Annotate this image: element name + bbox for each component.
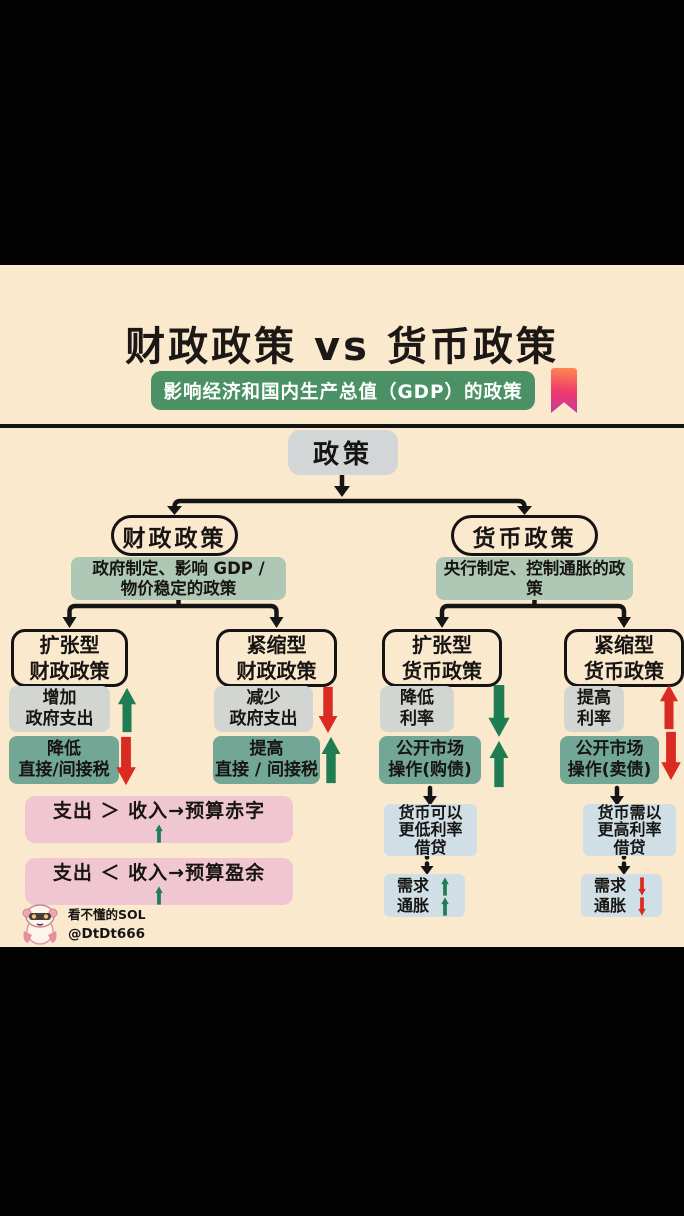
budget-deficit-box: 支出 ＞ 收入→预算赤字 — [25, 796, 293, 843]
increase-spending-line1: 增加 — [42, 688, 77, 708]
expansionary-monetary-node: 扩张型 货币政策 — [382, 629, 502, 687]
inflation-up-row: 通胀 — [397, 896, 452, 916]
cheaper-borrowing-line2: 更低利率 — [398, 820, 463, 840]
costlier-borrowing-box: 货币需以 更高利率 借贷 — [583, 804, 676, 856]
bookmark-icon — [551, 368, 577, 413]
demand-inflation-down-box: 需求 通胀 — [581, 874, 662, 917]
up-arrow-icon — [656, 684, 682, 730]
up-arrow-icon — [438, 876, 452, 896]
budget-deficit-text: 支出 ＞ 收入→预算赤字 — [52, 800, 266, 822]
up-arrow-icon — [115, 687, 139, 733]
raise-rate-line1: 提高 — [577, 688, 611, 708]
demand-down-row: 需求 — [594, 876, 649, 896]
subtitle-banner: 影响经济和国内生产总值（GDP）的政策 — [151, 371, 535, 410]
lower-taxes-line2: 直接/间接税 — [18, 760, 110, 780]
demand-up-row: 需求 — [397, 876, 452, 896]
lower-rate-line2: 利率 — [400, 709, 434, 729]
up-arrow-icon — [319, 736, 343, 784]
brand-handle: @DtDt666 — [68, 926, 145, 942]
open-market-buy-line1: 公开市场 — [396, 739, 464, 759]
down-arrow-icon — [486, 684, 512, 738]
brand-avatar-icon — [22, 904, 58, 945]
bottom-letterbox-bar — [0, 947, 684, 1216]
contractionary-fiscal-line1: 紧缩型 — [246, 633, 307, 657]
raise-taxes-line2: 直接 / 间接税 — [214, 760, 319, 780]
contractionary-monetary-line1: 紧缩型 — [594, 633, 654, 657]
costlier-borrowing-line3: 借贷 — [613, 837, 646, 857]
demand-inflation-up-box: 需求 通胀 — [384, 874, 465, 917]
down-arrow-icon — [114, 736, 138, 786]
monetary-policy-node: 货币政策 — [451, 515, 598, 556]
down-arrow-icon — [635, 876, 649, 896]
brand-text-block: 看不懂的SOL @DtDt666 — [68, 904, 146, 942]
contractionary-monetary-line2: 货币政策 — [584, 659, 664, 683]
expansionary-monetary-line1: 扩张型 — [412, 633, 472, 657]
down-arrow-icon — [658, 731, 684, 781]
brand-footer: 看不懂的SOL @DtDt666 — [20, 901, 146, 945]
fiscal-policy-description: 政府制定、影响 GDP / 物价稳定的政策 — [71, 557, 286, 600]
expansionary-monetary-line2: 货币政策 — [402, 659, 482, 683]
lower-taxes-box: 降低 直接/间接税 — [9, 736, 119, 784]
decrease-spending-line2: 政府支出 — [229, 709, 298, 729]
monetary-policy-description: 央行制定、控制通胀的政策 — [436, 557, 633, 600]
lower-rate-line1: 降低 — [400, 688, 434, 708]
budget-surplus-box: 支出 ＜ 收入→预算盈余 — [25, 858, 293, 905]
raise-taxes-box: 提高 直接 / 间接税 — [213, 736, 320, 784]
top-letterbox-bar — [0, 0, 684, 265]
demand-label: 需求 — [593, 876, 626, 895]
down-arrow-icon — [635, 896, 649, 916]
contractionary-fiscal-line2: 财政政策 — [236, 659, 317, 683]
decrease-spending-line1: 减少 — [246, 688, 281, 708]
inflation-down-row: 通胀 — [594, 896, 649, 916]
cheaper-borrowing-line1: 货币可以 — [398, 802, 463, 822]
contractionary-monetary-node: 紧缩型 货币政策 — [564, 629, 684, 687]
open-market-sell-line1: 公开市场 — [575, 739, 644, 759]
expansionary-fiscal-line1: 扩张型 — [39, 633, 100, 657]
inflation-label: 通胀 — [396, 896, 429, 915]
raise-rate-line2: 利率 — [577, 709, 611, 729]
open-market-sell-line2: 操作(卖债) — [567, 760, 652, 780]
costlier-borrowing-line2: 更高利率 — [597, 820, 662, 840]
open-market-buy-line2: 操作(购债) — [388, 760, 472, 780]
brand-name: 看不懂的SOL — [68, 907, 146, 922]
fiscal-desc-line2: 物价稳定的政策 — [120, 578, 237, 598]
down-arrow-icon — [316, 686, 340, 734]
fiscal-desc-line1: 政府制定、影响 GDP / — [92, 558, 265, 578]
policy-root-node: 政策 — [288, 430, 398, 475]
budget-surplus-text: 支出 ＜ 收入→预算盈余 — [52, 862, 266, 884]
section-divider — [0, 424, 684, 428]
lower-interest-rate-box: 降低 利率 — [380, 686, 454, 732]
up-arrow-icon — [486, 740, 512, 788]
up-arrow-icon — [438, 896, 452, 916]
cheaper-borrowing-line3: 借贷 — [414, 837, 447, 857]
open-market-buy-box: 公开市场 操作(购债) — [379, 736, 481, 784]
up-arrow-icon — [152, 886, 166, 905]
demand-label: 需求 — [396, 876, 429, 895]
decrease-govt-spending-box: 减少 政府支出 — [214, 686, 313, 732]
open-market-sell-box: 公开市场 操作(卖债) — [560, 736, 659, 784]
lower-taxes-line1: 降低 — [47, 739, 81, 759]
up-arrow-icon — [152, 824, 166, 843]
expansionary-fiscal-node: 扩张型 财政政策 — [11, 629, 128, 687]
costlier-borrowing-line1: 货币需以 — [597, 802, 662, 822]
cheaper-borrowing-box: 货币可以 更低利率 借贷 — [384, 804, 477, 856]
increase-spending-line2: 政府支出 — [25, 709, 94, 729]
contractionary-fiscal-node: 紧缩型 财政政策 — [216, 629, 337, 687]
page-title: 财政政策 vs 货币政策 — [125, 324, 559, 370]
expansionary-fiscal-line2: 财政政策 — [29, 659, 110, 683]
inflation-label: 通胀 — [593, 896, 626, 915]
fiscal-policy-node: 财政政策 — [111, 515, 238, 556]
raise-taxes-line1: 提高 — [249, 739, 284, 759]
increase-govt-spending-box: 增加 政府支出 — [9, 686, 110, 732]
raise-interest-rate-box: 提高 利率 — [564, 686, 624, 732]
